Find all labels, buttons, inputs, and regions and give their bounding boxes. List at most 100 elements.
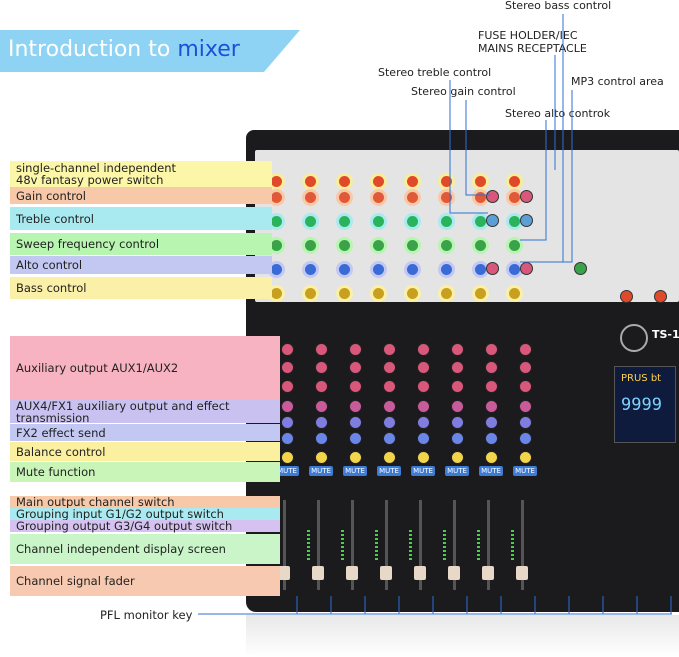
channel-knob[interactable] [485, 343, 498, 356]
stereo-knob[interactable] [486, 214, 499, 227]
channel-knob[interactable] [475, 176, 486, 187]
channel-knob[interactable] [339, 240, 350, 251]
stereo-knob[interactable] [620, 290, 633, 303]
channel-knob[interactable] [315, 416, 328, 429]
channel-knob[interactable] [349, 432, 362, 445]
channel-knob[interactable] [475, 264, 486, 275]
stereo-knob[interactable] [486, 262, 499, 275]
channel-knob[interactable] [451, 400, 464, 413]
channel-knob[interactable] [349, 343, 362, 356]
channel-knob[interactable] [451, 380, 464, 393]
channel-knob[interactable] [339, 288, 350, 299]
channel-knob[interactable] [271, 216, 282, 227]
channel-knob[interactable] [383, 416, 396, 429]
channel-knob[interactable] [519, 361, 532, 374]
channel-knob[interactable] [441, 288, 452, 299]
channel-knob[interactable] [485, 416, 498, 429]
channel-knob[interactable] [485, 451, 498, 464]
channel-knob[interactable] [407, 192, 418, 203]
channel-knob[interactable] [383, 451, 396, 464]
channel-knob[interactable] [417, 380, 430, 393]
stereo-knob[interactable] [520, 214, 533, 227]
channel-knob[interactable] [281, 343, 294, 356]
channel-knob[interactable] [281, 400, 294, 413]
channel-knob[interactable] [281, 361, 294, 374]
channel-knob[interactable] [305, 240, 316, 251]
channel-knob[interactable] [339, 176, 350, 187]
channel-knob[interactable] [451, 361, 464, 374]
channel-fader[interactable] [414, 566, 426, 580]
channel-knob[interactable] [315, 361, 328, 374]
channel-fader[interactable] [278, 566, 290, 580]
channel-knob[interactable] [485, 361, 498, 374]
mute-button[interactable]: MUTE [411, 466, 435, 476]
channel-knob[interactable] [485, 432, 498, 445]
channel-knob[interactable] [485, 400, 498, 413]
channel-knob[interactable] [349, 380, 362, 393]
channel-fader[interactable] [346, 566, 358, 580]
mute-button[interactable]: MUTE [343, 466, 367, 476]
channel-knob[interactable] [509, 240, 520, 251]
mute-button[interactable]: MUTE [513, 466, 537, 476]
channel-knob[interactable] [451, 343, 464, 356]
channel-knob[interactable] [373, 176, 384, 187]
channel-knob[interactable] [305, 176, 316, 187]
channel-knob[interactable] [407, 240, 418, 251]
channel-knob[interactable] [271, 192, 282, 203]
mute-button[interactable]: MUTE [445, 466, 469, 476]
channel-knob[interactable] [305, 192, 316, 203]
channel-knob[interactable] [339, 216, 350, 227]
channel-knob[interactable] [315, 451, 328, 464]
channel-knob[interactable] [451, 416, 464, 429]
channel-knob[interactable] [519, 380, 532, 393]
channel-knob[interactable] [383, 432, 396, 445]
channel-knob[interactable] [509, 192, 520, 203]
channel-knob[interactable] [281, 416, 294, 429]
channel-knob[interactable] [373, 192, 384, 203]
stereo-knob[interactable] [520, 190, 533, 203]
channel-knob[interactable] [349, 451, 362, 464]
channel-knob[interactable] [441, 216, 452, 227]
channel-knob[interactable] [451, 451, 464, 464]
channel-knob[interactable] [349, 361, 362, 374]
channel-knob[interactable] [271, 264, 282, 275]
channel-knob[interactable] [383, 361, 396, 374]
channel-knob[interactable] [407, 176, 418, 187]
channel-knob[interactable] [305, 264, 316, 275]
stereo-knob[interactable] [574, 262, 587, 275]
channel-knob[interactable] [417, 400, 430, 413]
channel-knob[interactable] [441, 192, 452, 203]
mute-button[interactable]: MUTE [479, 466, 503, 476]
channel-knob[interactable] [315, 380, 328, 393]
channel-knob[interactable] [417, 416, 430, 429]
channel-knob[interactable] [441, 264, 452, 275]
channel-knob[interactable] [305, 216, 316, 227]
mute-button[interactable]: MUTE [377, 466, 401, 476]
channel-knob[interactable] [519, 416, 532, 429]
channel-knob[interactable] [407, 216, 418, 227]
channel-knob[interactable] [281, 380, 294, 393]
channel-knob[interactable] [271, 240, 282, 251]
channel-knob[interactable] [417, 343, 430, 356]
channel-knob[interactable] [315, 432, 328, 445]
channel-knob[interactable] [441, 240, 452, 251]
channel-fader[interactable] [312, 566, 324, 580]
channel-knob[interactable] [281, 451, 294, 464]
channel-knob[interactable] [417, 432, 430, 445]
channel-knob[interactable] [407, 288, 418, 299]
channel-knob[interactable] [383, 343, 396, 356]
channel-knob[interactable] [441, 176, 452, 187]
channel-knob[interactable] [509, 288, 520, 299]
channel-knob[interactable] [315, 400, 328, 413]
channel-knob[interactable] [339, 192, 350, 203]
stereo-knob[interactable] [486, 190, 499, 203]
channel-fader[interactable] [380, 566, 392, 580]
channel-knob[interactable] [373, 240, 384, 251]
channel-knob[interactable] [373, 216, 384, 227]
channel-knob[interactable] [485, 380, 498, 393]
channel-knob[interactable] [373, 288, 384, 299]
channel-knob[interactable] [407, 264, 418, 275]
channel-knob[interactable] [509, 264, 520, 275]
channel-knob[interactable] [383, 380, 396, 393]
stereo-knob[interactable] [654, 290, 667, 303]
